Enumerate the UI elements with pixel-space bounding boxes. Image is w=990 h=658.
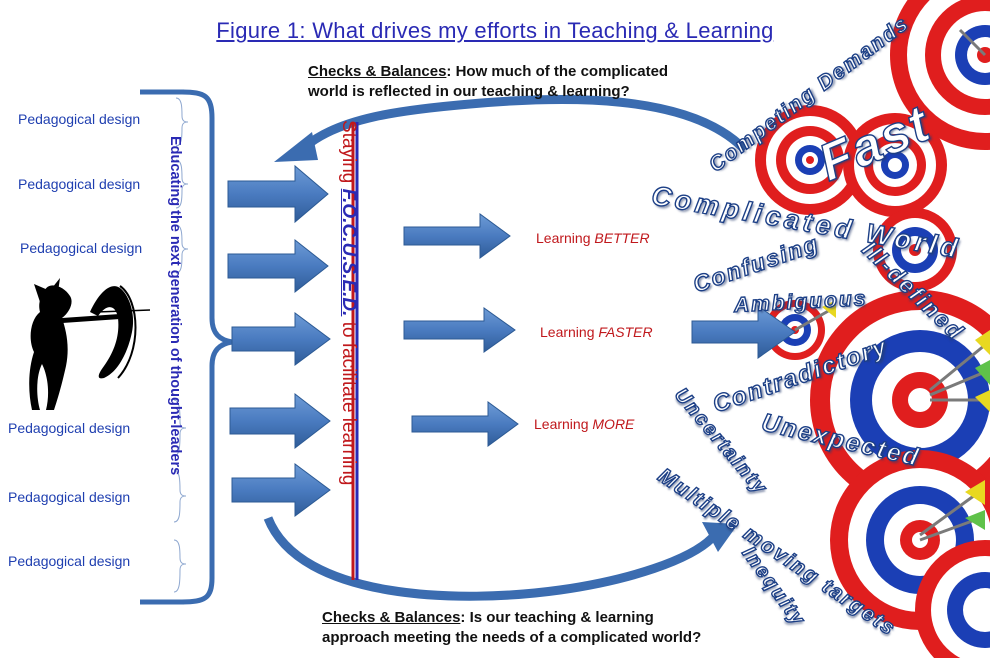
page-title: Figure 1: What drives my efforts in Teac… (216, 18, 774, 43)
staying-focused-label: Staying F.O.C.U.S.E.D. to facilitate lea… (337, 120, 359, 485)
bow-string (117, 285, 137, 379)
pedagogical-design-3: Pedagogical design (20, 240, 143, 256)
checks-balances-top: Checks & Balances: How much of the compl… (308, 62, 668, 102)
bottom-feedback-arrow (263, 516, 716, 601)
checks-bottom-line2: approach meeting the needs of a complica… (322, 629, 702, 646)
small-bracket (173, 97, 189, 593)
learning-more: Learning MORE (534, 416, 634, 432)
arrow-shaft (95, 309, 151, 313)
checks-top-heading: Checks & Balances (308, 63, 447, 80)
learning-better-emphasis: BETTER (594, 230, 650, 246)
checks-top-line2: world is reflected in our teaching & lea… (308, 83, 630, 100)
pedagogical-design-5: Pedagogical design (8, 489, 131, 505)
educating-vertical-label: Educating the next generation of thought… (167, 136, 183, 476)
bullseye-target-icon (843, 113, 947, 217)
checks-bottom-heading: Checks & Balances (322, 609, 461, 626)
learning-more-prefix: Learning (534, 416, 593, 432)
checks-bottom-line1: : Is our teaching & learning (460, 609, 654, 626)
archer-silhouette-icon (29, 278, 134, 410)
learning-better: Learning BETTER (536, 230, 650, 246)
learning-faster-emphasis: FASTER (598, 324, 653, 340)
staying-part3: to facilitate learning (338, 316, 359, 486)
checks-top-line1: : How much of the complicated (446, 63, 669, 80)
focused-acronym: F.O.C.U.S.E.D. (338, 188, 359, 317)
dart-flights (822, 300, 990, 530)
staying-part1: Staying (338, 120, 359, 189)
learning-faster-prefix: Learning (540, 324, 599, 340)
bullseye-target-icon (873, 208, 957, 292)
learning-better-prefix: Learning (536, 230, 595, 246)
pedagogical-design-2: Pedagogical design (18, 176, 141, 192)
top-feedback-arrowhead (274, 132, 318, 162)
curly-bracket (181, 89, 233, 605)
bullseye-target-icon (755, 105, 865, 215)
bottom-feedback-arrowhead (702, 522, 738, 552)
top-feedback-arrow (303, 94, 749, 154)
bullseye-target-icon (890, 0, 990, 150)
pedagogical-design-4: Pedagogical design (8, 420, 131, 436)
learning-more-emphasis: MORE (592, 416, 635, 432)
learning-faster: Learning FASTER (540, 324, 653, 340)
block-arrow (227, 164, 331, 517)
checks-balances-bottom: Checks & Balances: Is our teaching & lea… (322, 608, 701, 648)
faster-target-arrow (691, 305, 796, 359)
dart-cluster (794, 28, 987, 542)
learning-arrow (403, 213, 519, 447)
pedagogical-design-6: Pedagogical design (8, 553, 131, 569)
bullseye-target-icon (915, 540, 990, 658)
pedagogical-design-1: Pedagogical design (18, 111, 141, 127)
